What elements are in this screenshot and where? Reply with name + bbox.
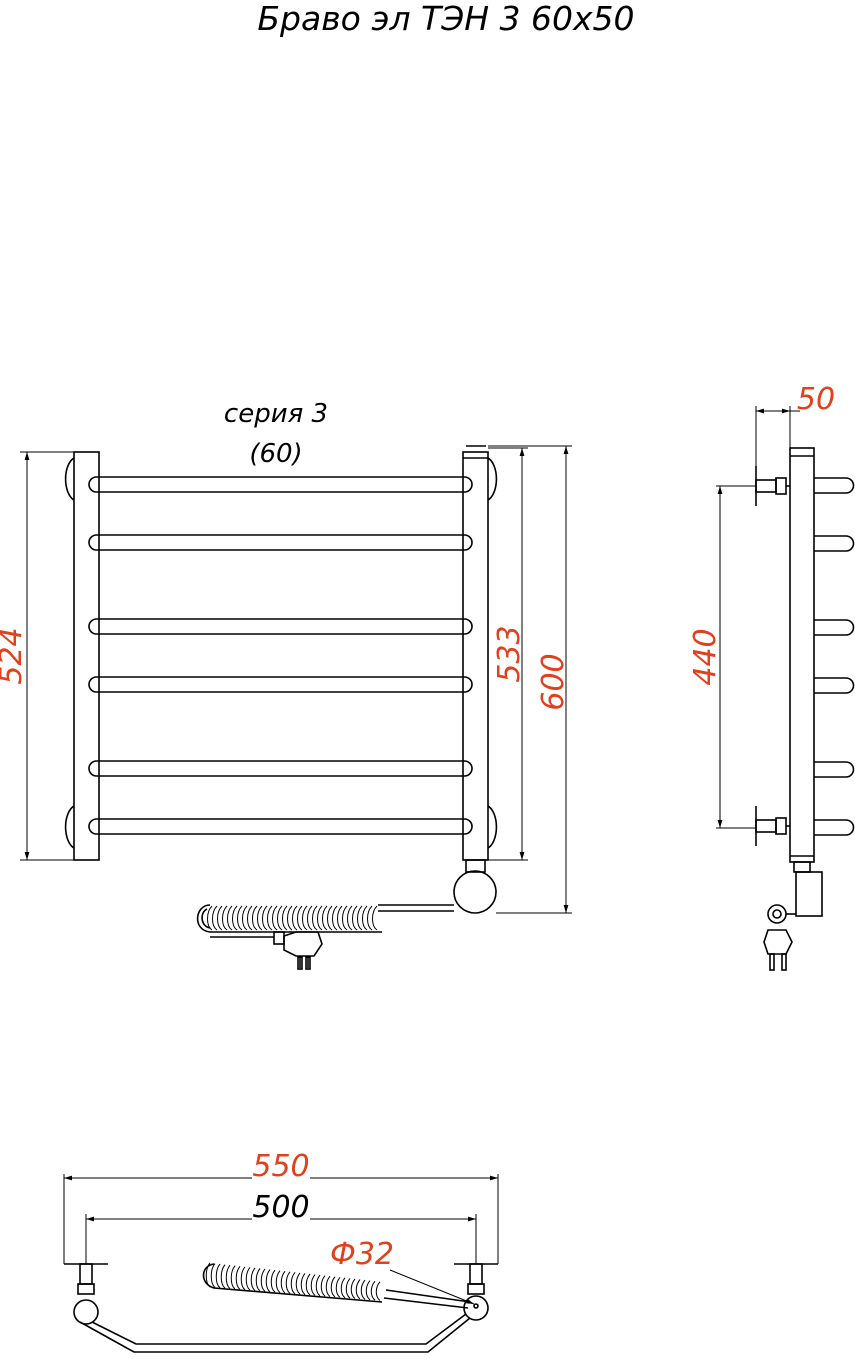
dim-axis-distance: 440	[688, 628, 723, 685]
side-wall-mount-top	[716, 466, 790, 506]
heating-element	[196, 859, 497, 970]
bracket-left-top	[64, 457, 75, 501]
rung	[88, 476, 473, 493]
right-collector	[462, 451, 489, 861]
heater-knob	[453, 870, 497, 914]
side-rungs	[814, 477, 855, 836]
rung	[88, 676, 473, 693]
dim-width-total: 550	[252, 1149, 309, 1184]
side-view: 50 440	[688, 382, 855, 971]
dim-height-left: 524	[0, 627, 29, 684]
bracket-left-bottom	[64, 805, 75, 849]
dim-height-total: 600	[536, 653, 571, 710]
top-mount-right	[454, 1263, 498, 1321]
side-wall-mount-bottom	[716, 806, 790, 846]
coiled-cord	[196, 904, 382, 933]
side-collector	[789, 447, 815, 863]
bracket-right-bottom	[487, 805, 498, 849]
dim-height-inner: 533	[492, 625, 527, 682]
rung	[88, 760, 473, 777]
rung	[88, 818, 473, 835]
power-plug	[210, 931, 323, 970]
top-coiled-cord	[202, 1262, 471, 1309]
front-view: серия 3 (60)	[0, 399, 572, 970]
drawing-title: Браво эл ТЭН 3 60x50	[257, 0, 634, 38]
dim-depth: 50	[797, 382, 835, 417]
series-size-label: (60)	[249, 439, 302, 469]
rung	[88, 618, 473, 635]
series-label: серия 3	[224, 399, 328, 429]
top-mount-left	[64, 1263, 108, 1325]
rung	[88, 534, 473, 551]
dim-pipe-diameter: Ф32	[330, 1237, 394, 1272]
dim-width-axis: 500	[252, 1190, 309, 1225]
rungs	[88, 476, 473, 835]
left-collector	[73, 451, 100, 861]
top-view: 550 500 Ф32	[63, 1149, 499, 1353]
bracket-right-top	[487, 457, 498, 501]
top-u-rung	[79, 1317, 471, 1353]
side-heater	[763, 861, 823, 971]
